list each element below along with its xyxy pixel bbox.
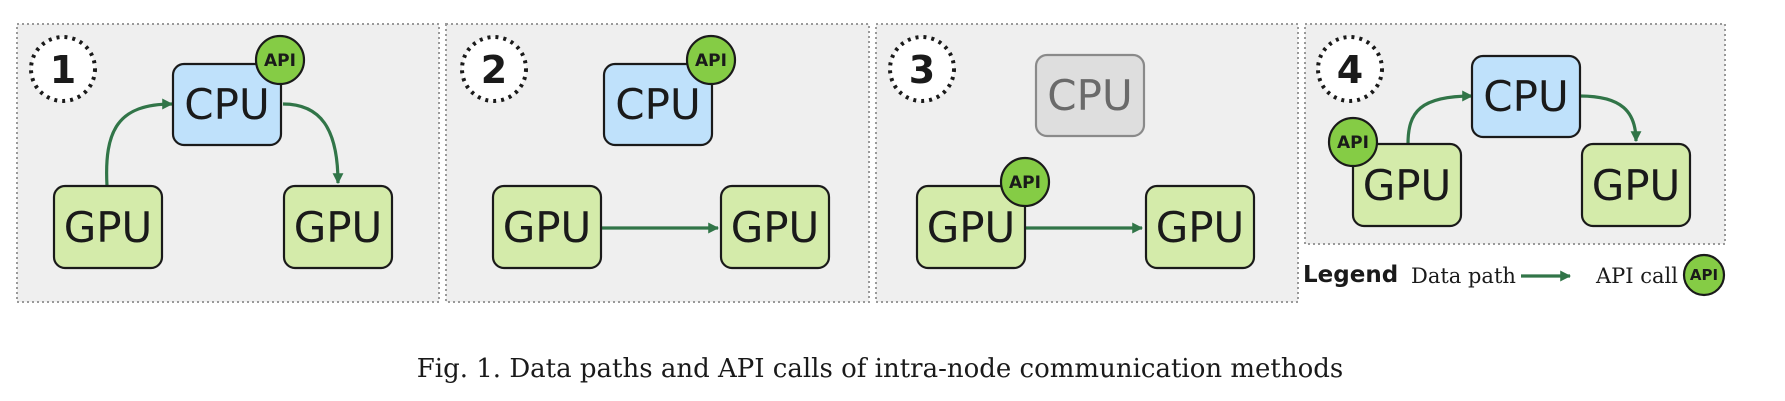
api-label: API (1009, 173, 1041, 193)
panel-4: 4 CPU GPU API GPU (1304, 23, 1726, 245)
figure-caption: Fig. 1. Data paths and API calls of intr… (417, 354, 1344, 384)
legend-api-call-label: API call (1595, 264, 1678, 288)
api-call-badge (999, 156, 1051, 208)
panel-number-badge (29, 35, 97, 103)
data-path-arrow (1406, 90, 1474, 145)
gpu-label: GPU (1592, 161, 1681, 210)
cpu-label: CPU (1047, 71, 1132, 120)
gpu-label: GPU (1363, 161, 1452, 210)
gpu-label: GPU (503, 203, 592, 252)
cpu-box (1470, 54, 1582, 139)
api-call-badge (685, 34, 737, 86)
panel-3: 3 CPU GPU API GPU (875, 23, 1299, 303)
cpu-label: CPU (1483, 72, 1568, 121)
gpu-label: GPU (1156, 203, 1245, 252)
legend-title: Legend (1303, 262, 1398, 288)
panel-number-badge (1316, 35, 1384, 103)
panel-2: 2 CPU API GPU GPU (445, 23, 870, 303)
gpu-box (1580, 142, 1692, 228)
panel-number: 1 (50, 48, 76, 92)
gpu-box (1351, 142, 1463, 228)
panel-number-badge (888, 35, 956, 103)
gpu-label: GPU (64, 203, 153, 252)
gpu-box (719, 184, 831, 270)
legend: Legend Data path API call API (1303, 253, 1726, 297)
legend-data-path-label: Data path (1411, 264, 1516, 288)
cpu-box (171, 62, 283, 147)
cpu-box-inactive (1034, 53, 1146, 138)
cpu-label: CPU (184, 80, 269, 129)
gpu-box (491, 184, 603, 270)
panel-number-badge (460, 35, 528, 103)
data-path-arrow (282, 102, 344, 185)
panel-1: 1 CPU API GPU GPU (16, 23, 440, 303)
cpu-box (602, 62, 714, 147)
api-label: API (1337, 133, 1369, 153)
api-call-badge (1327, 116, 1379, 168)
gpu-box (282, 184, 394, 270)
data-path-arrow (1579, 94, 1642, 143)
api-label: API (695, 51, 727, 71)
gpu-label: GPU (294, 203, 383, 252)
api-call-badge (254, 34, 306, 86)
data-path-arrow (105, 98, 174, 187)
panel-number: 3 (909, 48, 935, 92)
panel-number: 4 (1337, 48, 1363, 92)
gpu-box (1144, 184, 1256, 270)
gpu-box (52, 184, 164, 270)
legend-api-badge (1682, 253, 1726, 297)
legend-api-label: API (1690, 266, 1718, 284)
api-label: API (264, 51, 296, 71)
panel-number: 2 (481, 48, 507, 92)
cpu-label: CPU (615, 80, 700, 129)
gpu-box (915, 184, 1027, 270)
gpu-label: GPU (927, 203, 1016, 252)
gpu-label: GPU (731, 203, 820, 252)
